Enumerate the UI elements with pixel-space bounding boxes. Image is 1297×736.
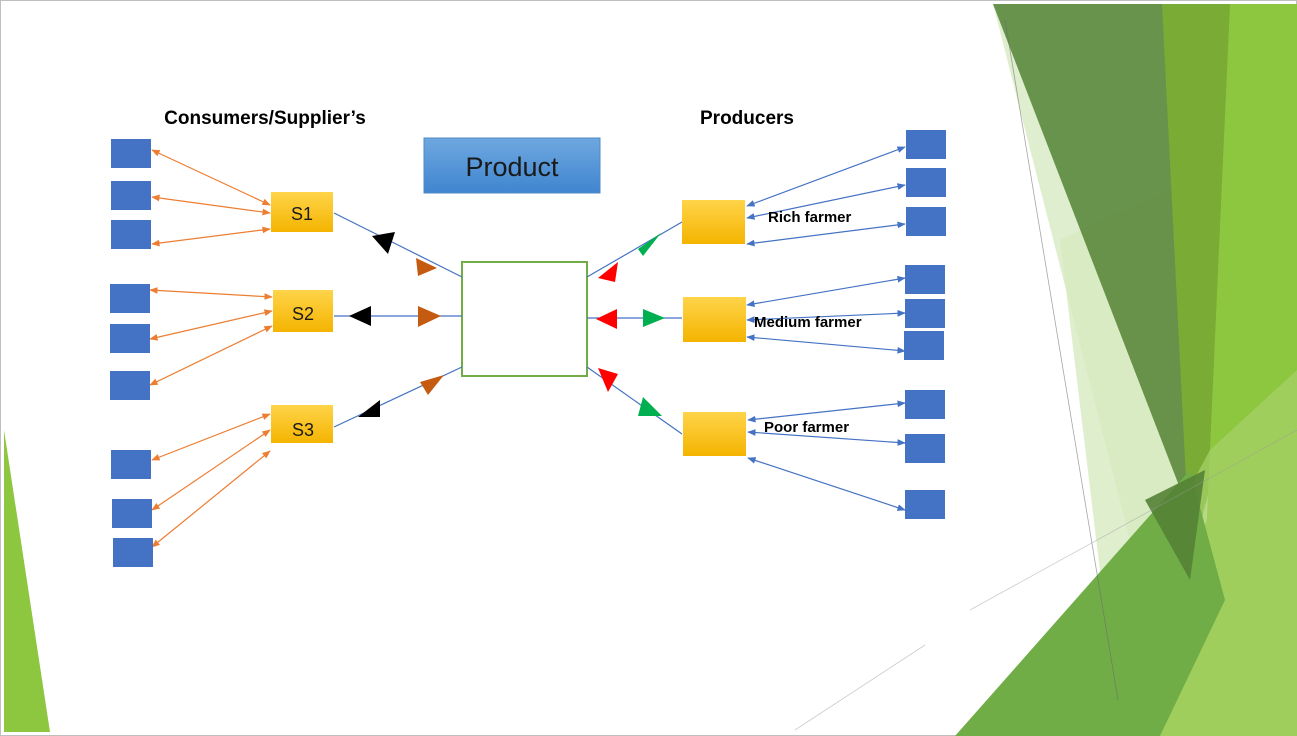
consumer-box [110,324,150,353]
red-triangle-bottom [598,368,618,392]
green-triangle-bottom [638,397,662,416]
green-triangle-top [638,233,661,256]
consumer-box [111,139,151,168]
brown-triangle-s1 [416,258,437,276]
farmer-box [905,434,945,463]
supplier-box-s3 [271,405,333,443]
green-triangle-mid [643,309,665,327]
consumer-box [111,450,151,479]
black-triangle-s2 [349,306,371,326]
farmer-box [904,331,944,360]
consumer-box [110,371,150,400]
red-triangle-top [598,262,618,282]
farmer-box [905,299,945,328]
farmer-boxes [904,130,946,519]
supplier-label-s1: S1 [291,204,313,224]
decorative-left-facet [4,430,50,732]
farmer-box [906,207,946,236]
brown-triangle-s2 [418,306,441,327]
decorative-green-facets [794,4,1297,736]
rich-farmer-label: Rich farmer [768,209,852,226]
producer-box-rich [682,200,745,244]
farmer-box [906,130,946,159]
supplier-label-s2: S2 [292,304,314,324]
producer-box-poor [683,412,746,456]
brown-triangle-s3 [420,375,444,395]
medium-farmer-label: Medium farmer [754,314,862,331]
consumer-box [111,220,151,249]
consumer-box [111,181,151,210]
farmer-box [905,390,945,419]
product-label: Product [465,152,559,182]
supplier-label-s3: S3 [292,420,314,440]
consumer-box [113,538,153,567]
farmer-box [906,168,946,197]
producer-links [746,146,906,511]
consumers-heading: Consumers/Supplier’s [164,108,366,129]
consumer-boxes [110,139,153,567]
red-triangle-mid [596,309,617,329]
consumer-links [149,149,273,548]
black-triangle-s1 [372,232,395,254]
poor-farmer-label: Poor farmer [764,419,849,436]
consumer-box [112,499,152,528]
center-product-box [461,261,588,377]
consumer-box [110,284,150,313]
supplier-box-s2 [273,290,333,332]
farmer-box [905,490,945,519]
black-triangle-s3 [358,400,380,417]
supplier-box-s1 [271,192,333,232]
producers-heading: Producers [700,108,794,129]
producer-box-medium [683,297,746,342]
farmer-box [905,265,945,294]
product-banner [423,137,601,194]
flow-triangles [349,232,665,417]
